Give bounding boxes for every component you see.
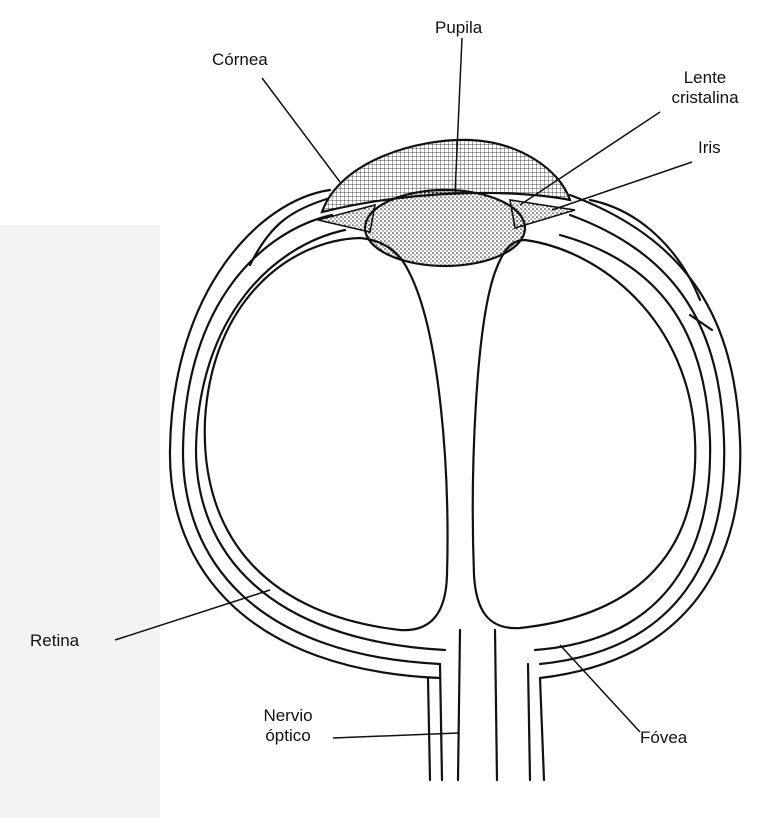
label-nervio-line2: óptico [248, 726, 328, 746]
conjunctiva-right [590, 200, 712, 330]
optic-nerve-center-right [495, 630, 497, 780]
optic-nerve-outer-right [540, 678, 544, 780]
label-iris: Iris [698, 138, 721, 158]
choroid [183, 215, 440, 664]
label-nervio-optico: Nervio óptico [248, 706, 328, 746]
optic-nerve-inner-left [440, 664, 442, 780]
label-lente-line1: Lente [660, 68, 750, 88]
leader-lente [520, 112, 660, 205]
label-pupila: Pupila [435, 18, 482, 38]
choroid-right [540, 215, 724, 664]
label-cornea: Córnea [212, 50, 268, 70]
leader-nervio [333, 733, 458, 738]
scan-shade [0, 225, 160, 818]
label-retina: Retina [30, 631, 79, 651]
label-lente-line2: cristalina [660, 88, 750, 108]
lens-shape [365, 190, 525, 266]
optic-nerve-outer-left [428, 678, 430, 780]
label-fovea: Fóvea [640, 728, 687, 748]
label-lente-cristalina: Lente cristalina [660, 68, 750, 108]
label-nervio-line1: Nervio [248, 706, 328, 726]
optic-nerve-inner-right [528, 664, 530, 780]
leader-cornea [262, 78, 340, 182]
optic-nerve-center-left [458, 630, 460, 780]
leader-fovea [560, 645, 640, 732]
vitreous-right-lobe [473, 240, 695, 628]
